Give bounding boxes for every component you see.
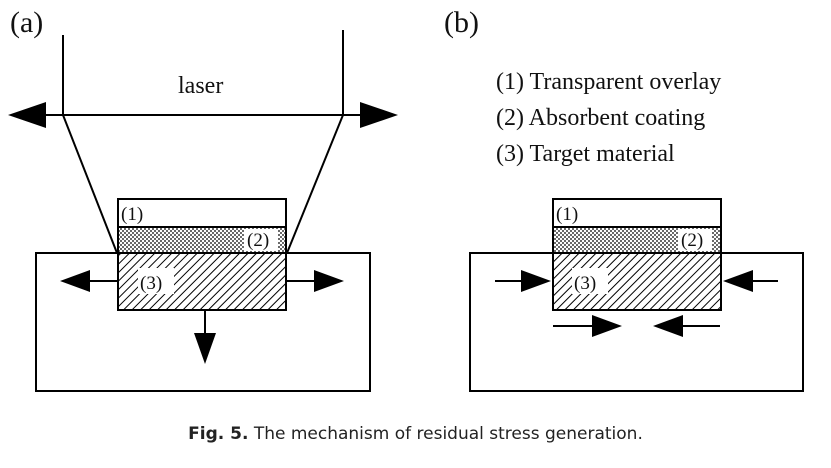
layer-2-label-bg bbox=[678, 229, 712, 251]
expansion-arrows bbox=[60, 270, 344, 364]
layer-2-label: (2) bbox=[681, 230, 703, 251]
legend-item-target: (3) Target material bbox=[496, 141, 675, 167]
beam-converge-left bbox=[62, 114, 118, 254]
arrow-right-icon bbox=[521, 270, 551, 292]
arrow-right-icon bbox=[360, 102, 398, 128]
panel-b-label: (b) bbox=[444, 6, 479, 39]
arrow-left-icon bbox=[653, 315, 683, 337]
caption-text: The mechanism of residual stress generat… bbox=[248, 424, 643, 444]
legend-item-overlay: (1) Transparent overlay bbox=[496, 69, 721, 95]
layer-2-label-bg bbox=[244, 229, 278, 251]
layer-1-label: (1) bbox=[121, 204, 143, 225]
beam-converge-right bbox=[286, 114, 344, 254]
laser-width-arrow bbox=[8, 102, 398, 128]
layer-1-overlay bbox=[552, 198, 722, 228]
arrow-left-icon bbox=[60, 270, 90, 292]
figure-caption: Fig. 5. The mechanism of residual stress… bbox=[0, 424, 831, 444]
layer-3-label-bg bbox=[572, 268, 608, 294]
layer-1-overlay bbox=[117, 198, 287, 228]
layer-3-label: (3) bbox=[140, 273, 162, 294]
panel-a: (a) laser (1) (2) (3) bbox=[8, 6, 398, 392]
arrow-right-icon bbox=[314, 270, 344, 292]
legend-item-coating: (2) Absorbent coating bbox=[496, 105, 705, 131]
legend: (1) Transparent overlay (2) Absorbent co… bbox=[496, 69, 721, 167]
layer-2-label: (2) bbox=[247, 230, 269, 251]
laser-label: laser bbox=[178, 73, 223, 99]
arrow-down-icon bbox=[194, 333, 216, 364]
panel-b: (b) (1) Transparent overlay (2) Absorben… bbox=[444, 6, 804, 392]
layer-3-label: (3) bbox=[574, 273, 596, 294]
arrow-right-icon bbox=[592, 315, 622, 337]
arrow-left-icon bbox=[8, 102, 46, 128]
layer-1-label: (1) bbox=[556, 204, 578, 225]
figure-number: Fig. 5. bbox=[188, 424, 249, 444]
layer-3-label-bg bbox=[138, 268, 174, 294]
panel-a-label: (a) bbox=[10, 6, 43, 39]
arrow-left-icon bbox=[723, 270, 753, 292]
compression-arrows bbox=[495, 270, 778, 337]
